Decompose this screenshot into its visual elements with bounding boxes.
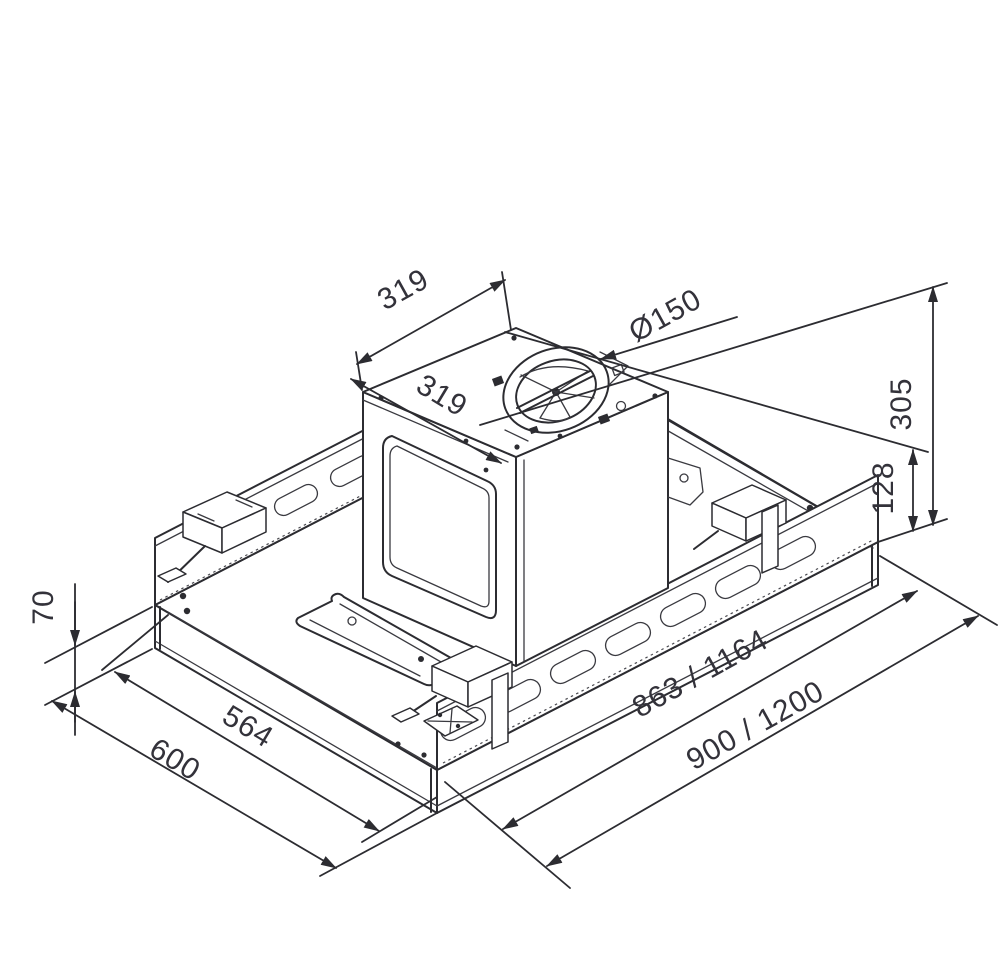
dim-rail-height: 128: [504, 331, 929, 532]
dim-label-total-height: 305: [885, 377, 918, 430]
access-panel: [295, 592, 462, 687]
dim-panel-thickness: 70: [27, 583, 153, 736]
junction-plate: [423, 705, 479, 737]
mounting-bracket-right: [693, 484, 787, 574]
mounting-bracket-left: [157, 491, 267, 583]
dim-label-panel-thickness: 70: [27, 589, 60, 624]
fan-impeller: [516, 366, 595, 422]
dim-label-rail-height: 128: [867, 461, 900, 514]
dim-duct-diameter: Ø150: [600, 283, 738, 360]
hanging-hook: [667, 457, 704, 506]
dim-total-height: 305: [479, 282, 948, 543]
dim-label-box-depth: 319: [372, 262, 434, 317]
dim-label-body-width: 600: [144, 732, 206, 788]
